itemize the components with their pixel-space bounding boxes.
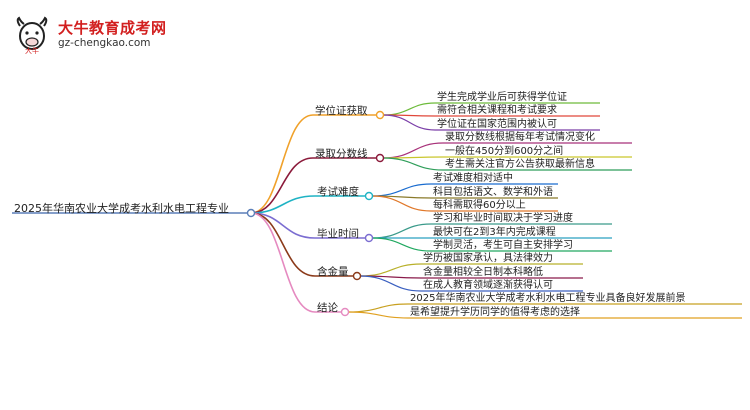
branch-connector (250, 157, 379, 214)
leaf-item[interactable]: 考生需关注官方公告获取最新信息 (445, 159, 595, 170)
branch-connector (250, 195, 368, 214)
branch-label[interactable]: 考试难度 (317, 186, 359, 198)
branch-node-dot (375, 110, 385, 120)
root-topic[interactable]: 2025年华南农业大学成考水利水电工程专业 (14, 202, 229, 215)
leaf-item[interactable]: 学历被国家承认，具法律效力 (423, 253, 553, 264)
branch-node-dot (375, 153, 385, 163)
site-logo[interactable]: 大牛 大牛教育成考网 gz-chengkao.com (14, 16, 194, 56)
branch-label[interactable]: 录取分数线 (315, 148, 368, 160)
branch-node-dot (352, 271, 362, 281)
leaf-item[interactable]: 在成人教育领域逐渐获得认可 (423, 280, 553, 291)
leaf-item[interactable]: 学制灵活，考生可自主安排学习 (433, 240, 573, 251)
leaf-item[interactable]: 科目包括语文、数学和外语 (433, 187, 553, 198)
leaf-item[interactable]: 2025年华南农业大学成考水利水电工程专业具备良好发展前景 (410, 293, 686, 304)
logo-mark-text: 大牛 (25, 46, 39, 54)
leaf-connector (371, 237, 612, 252)
leaf-connector (382, 114, 600, 131)
leaf-item[interactable]: 录取分数线根据每年考试情况变化 (445, 132, 595, 143)
leaf-item[interactable]: 一般在450分到600分之间 (445, 146, 564, 157)
site-url[interactable]: gz-chengkao.com (58, 37, 151, 49)
leaf-item[interactable]: 最快可在2到3年内完成课程 (433, 227, 556, 238)
branch-node-dot (364, 233, 374, 243)
ox-mascot-icon: 大牛 (16, 16, 48, 54)
root-node-dot (246, 208, 256, 218)
branch-connector (250, 212, 368, 239)
branch-label[interactable]: 学位证获取 (315, 105, 368, 117)
leaf-item[interactable]: 含金量相较全日制本科略低 (423, 267, 543, 278)
leaf-item[interactable]: 学生完成学业后可获得学位证 (437, 92, 567, 103)
leaf-item[interactable]: 学习和毕业时间取决于学习进度 (433, 213, 573, 224)
leaf-connector (382, 157, 632, 171)
site-name: 大牛教育成考网 (58, 19, 167, 37)
branch-label[interactable]: 含金量 (317, 266, 349, 278)
leaf-item[interactable]: 需符合相关课程和考试要求 (437, 105, 557, 116)
branch-connector (250, 212, 356, 277)
branch-node-dot (340, 307, 350, 317)
branch-connector (250, 212, 344, 313)
leaf-item[interactable]: 考试难度相对适中 (433, 173, 513, 184)
branch-label[interactable]: 结论 (317, 302, 338, 314)
leaf-item[interactable]: 每科需取得60分以上 (433, 200, 526, 211)
leaf-connector (359, 275, 583, 292)
leaf-item[interactable]: 是希望提升学历同学的值得考虑的选择 (410, 307, 580, 318)
leaf-connector (347, 311, 742, 319)
leaf-item[interactable]: 学位证在国家范围内被认可 (437, 119, 557, 130)
branch-connector (250, 114, 379, 214)
branch-label[interactable]: 毕业时间 (317, 228, 359, 240)
leaf-connector (371, 195, 558, 212)
branch-node-dot (364, 191, 374, 201)
